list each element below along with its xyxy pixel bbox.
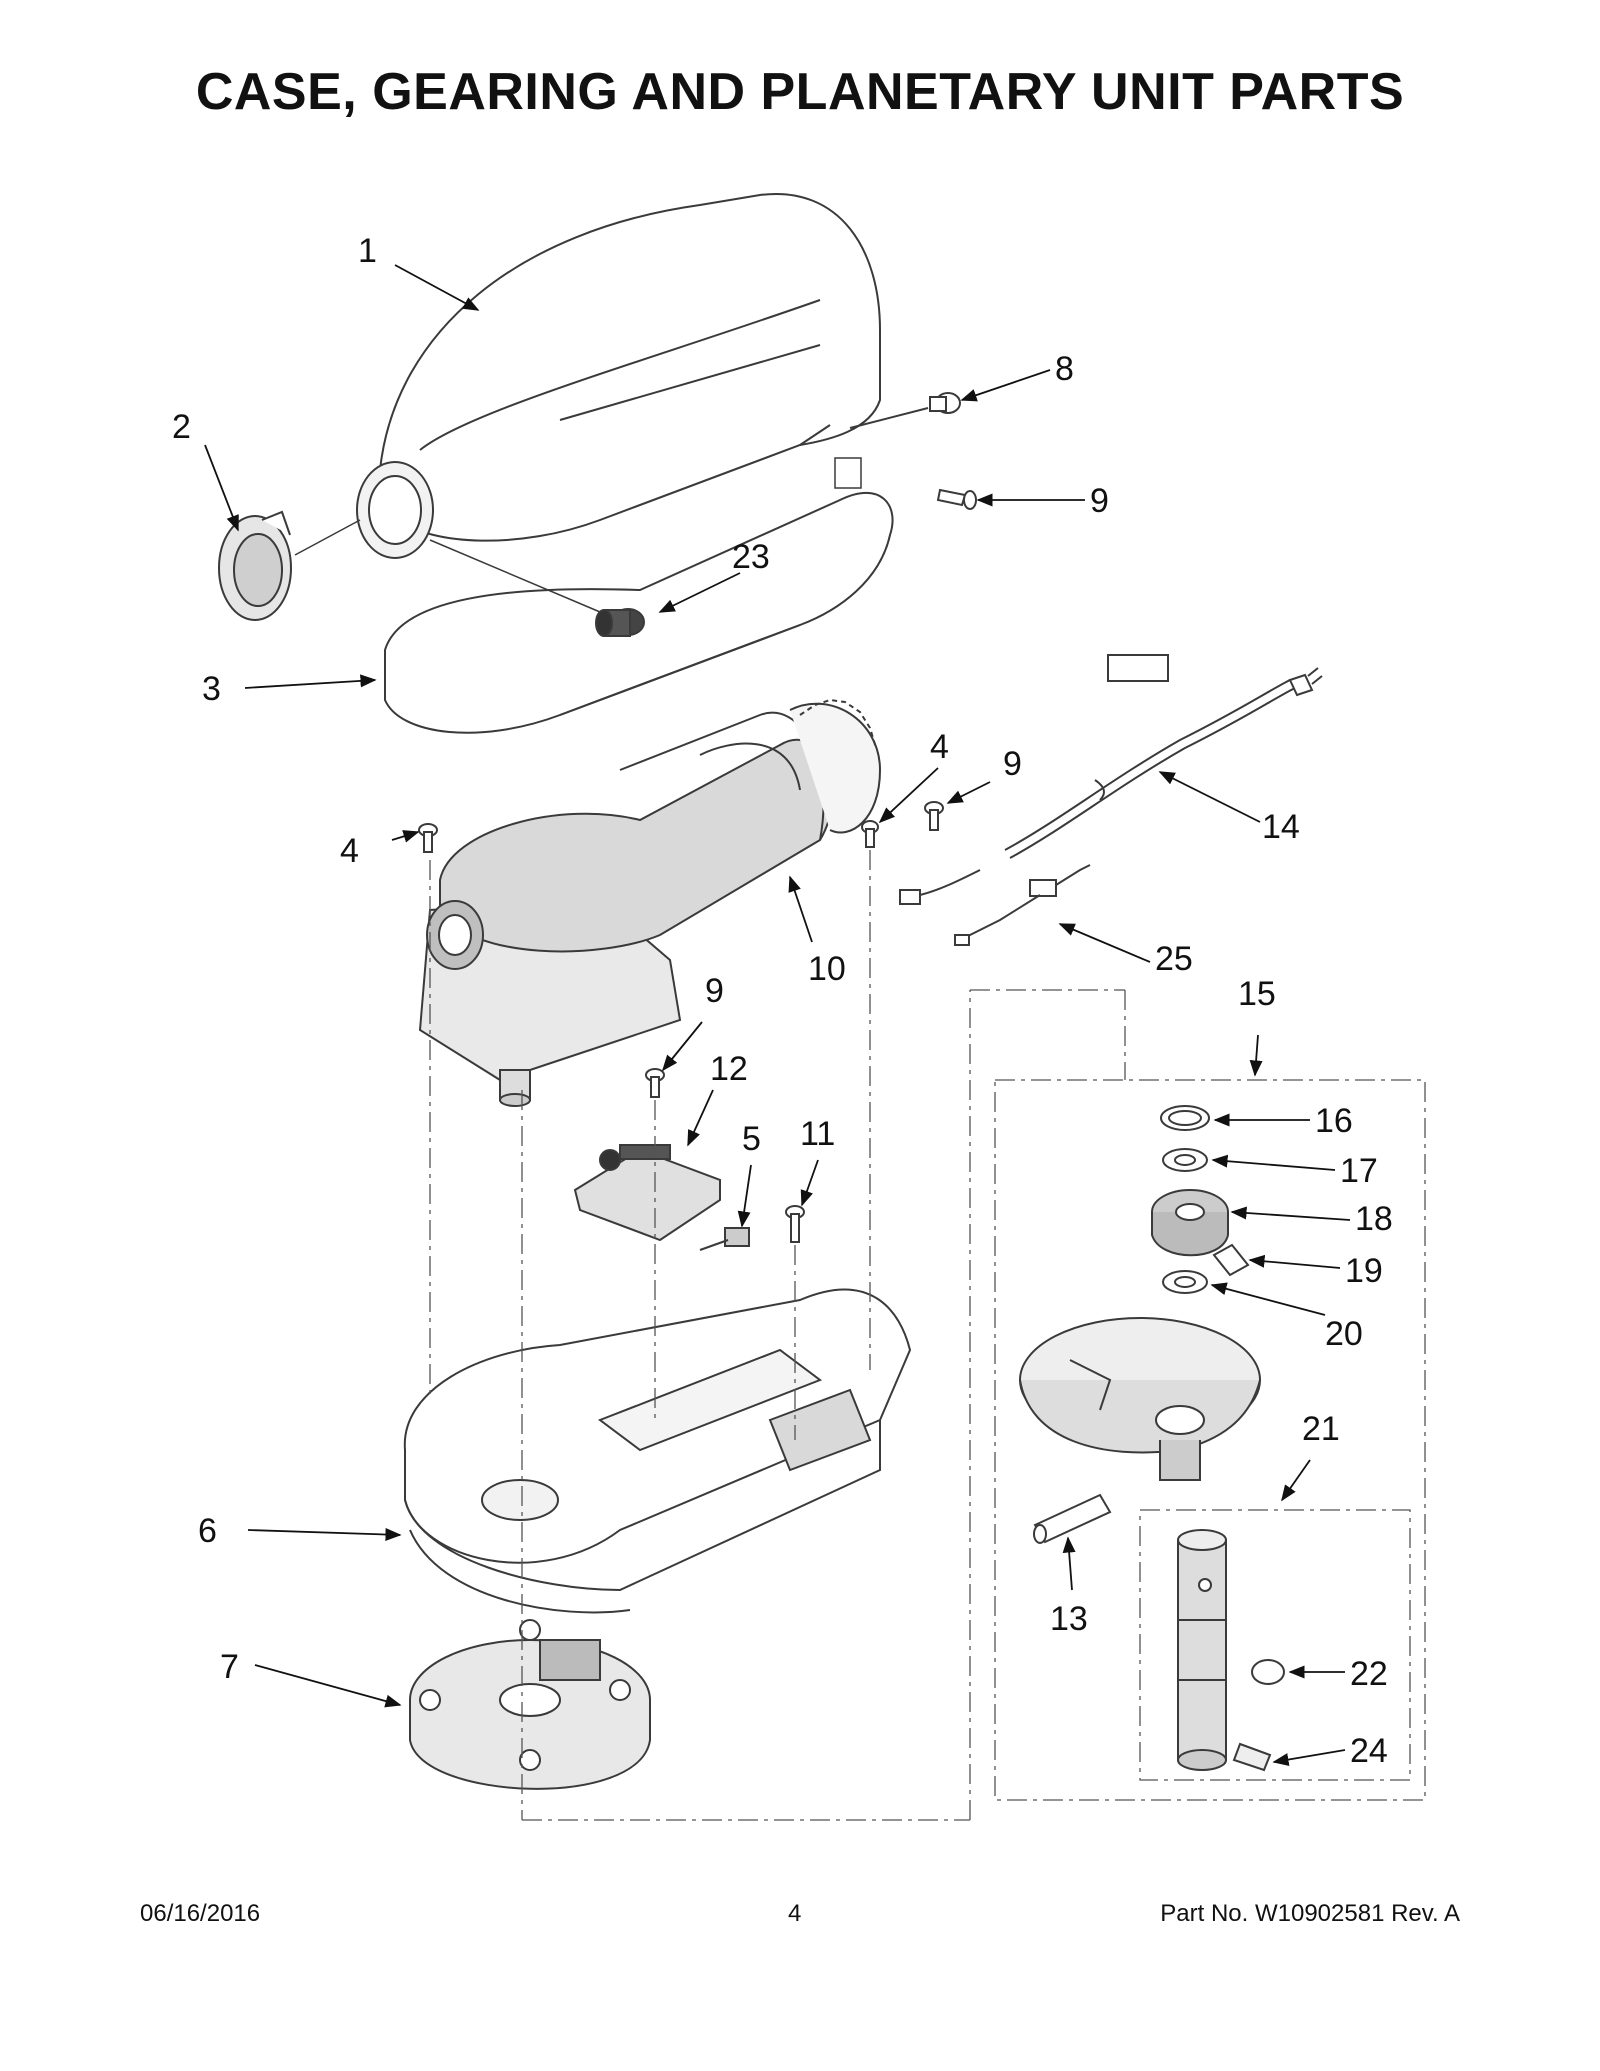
callout-14: 14 (1262, 808, 1300, 846)
callout-4-right: 4 (930, 728, 949, 766)
footer-page-number: 4 (788, 1900, 802, 1927)
part-17-washer (1162, 1148, 1208, 1172)
part-5-switch (699, 1227, 750, 1251)
callout-23: 23 (732, 538, 770, 576)
callout-4-left: 4 (340, 832, 359, 870)
callout-13: 13 (1050, 1600, 1088, 1638)
callout-16: 16 (1315, 1102, 1353, 1140)
part-9-screw-top (936, 488, 977, 510)
part-7-planetary-plate (409, 1619, 651, 1790)
part-23-knob (595, 608, 645, 637)
callout-17: 17 (1340, 1152, 1378, 1190)
callout-3: 3 (202, 670, 221, 708)
part-6-base-housing (403, 1288, 912, 1614)
part-11-screw (785, 1205, 805, 1243)
part-19-pin (1212, 1243, 1250, 1277)
part-13-pin (1033, 1493, 1112, 1544)
callout-10: 10 (808, 950, 846, 988)
part-25-wire-harness (899, 864, 1091, 946)
callout-25: 25 (1155, 940, 1193, 978)
callout-22: 22 (1350, 1655, 1388, 1693)
part-9-screw-board (645, 1068, 665, 1098)
alignment-lines (429, 850, 1126, 1821)
part-22-retaining-ring (1251, 1659, 1285, 1685)
footer-date: 06/16/2016 (140, 1900, 261, 1927)
planetary-unit-housing (1019, 1317, 1261, 1481)
page-title: CASE, GEARING AND PLANETARY UNIT PARTS (195, 63, 1405, 121)
callout-8: 8 (1055, 350, 1074, 388)
callout-12: 12 (710, 1050, 748, 1088)
footer-part-number: Part No. W10902581 Rev. A (1160, 1900, 1460, 1927)
part-14-power-cord (1004, 654, 1323, 859)
callout-15: 15 (1238, 975, 1276, 1013)
callout-7: 7 (220, 1648, 239, 1686)
callout-18: 18 (1355, 1200, 1393, 1238)
callout-9-board: 9 (705, 972, 724, 1010)
callout-9-top: 9 (1090, 482, 1109, 520)
callout-20: 20 (1325, 1315, 1363, 1353)
callout-11: 11 (800, 1115, 835, 1153)
part-20-washer (1162, 1270, 1208, 1294)
part-24-pin (1232, 1742, 1272, 1772)
part-21-shaft (1177, 1529, 1227, 1771)
part-12-control-board (573, 1144, 721, 1242)
callout-21: 21 (1302, 1410, 1340, 1448)
part-10-motor-gear-housing (418, 698, 882, 1107)
part-2-hub-cover (218, 510, 292, 621)
callout-2: 2 (172, 408, 191, 446)
callout-19: 19 (1345, 1252, 1383, 1290)
part-4-screw-right (861, 820, 879, 848)
callout-arrows (204, 264, 1351, 1766)
part-16-retaining-ring (1160, 1105, 1210, 1131)
callout-5: 5 (742, 1120, 761, 1158)
part-1-case-cover (356, 192, 881, 559)
part-18-gear (1151, 1189, 1229, 1257)
callout-9-middle: 9 (1003, 745, 1022, 783)
part-21-group-box (1139, 1509, 1411, 1781)
part-9-screw-middle (924, 801, 944, 831)
part-4-screw-left (418, 823, 438, 853)
callout-6: 6 (198, 1512, 217, 1550)
callout-24: 24 (1350, 1732, 1388, 1770)
part-8-screw (849, 392, 961, 429)
callout-1: 1 (358, 232, 377, 270)
